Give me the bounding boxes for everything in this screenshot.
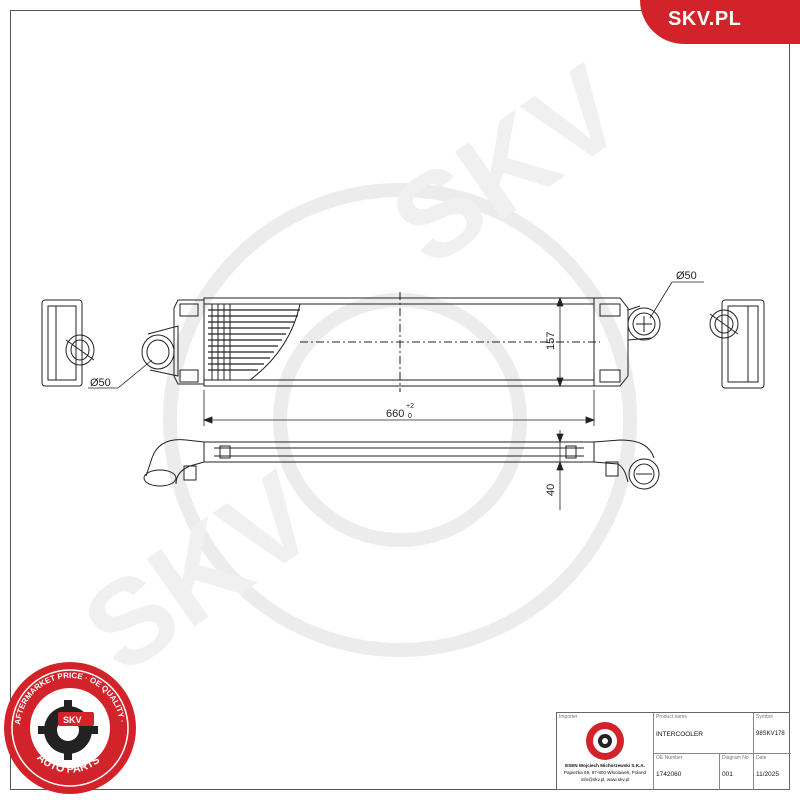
date-cell: Date 11/2025 [753,754,791,790]
length-tolerance-lower: 0 [408,413,412,420]
symbol-cell: Symbol 98SKV178 [753,713,791,753]
diameter-label-right: Ø50 [676,270,697,282]
brand-badge [640,0,800,44]
oe-number: 1742060 [656,771,682,778]
title-block: Importer ESEN Wojciech Michorzewski S.K.… [556,712,791,790]
intercooler-right-side-view [709,299,765,389]
date-caption: Date [756,755,767,761]
small-seal-icon [586,722,624,760]
diagram-no: 001 [722,771,733,778]
depth-dimension [556,430,594,510]
symbol-value: 98SKV178 [756,731,785,737]
intercooler-plan-view [143,439,660,490]
length-tolerance-upper: +2 [406,403,414,410]
brand-logo-text: SKV.PL [668,8,742,30]
importer-line-2: Papieżka 69, 87-800 Włocławek, Poland [563,770,647,775]
dimension-lines [88,281,704,426]
height-label: 157 [545,332,557,350]
date-value: 11/2025 [756,771,780,778]
oe-number-cell: OE Number 1742060 [653,754,719,790]
svg-text:SKV: SKV [368,40,647,291]
intercooler-left-side-view [41,299,95,387]
symbol-caption: Symbol [756,714,773,720]
depth-label: 40 [545,484,557,496]
diameter-label-left: Ø50 [90,377,111,389]
seal-center-text: SKV [63,715,82,725]
intercooler-front-view [141,292,661,392]
oe-caption: OE Number [656,755,683,761]
product-caption: Product name [656,714,688,720]
importer-line-1: ESEN Wojciech Michorzewski S.K.A. [565,763,645,768]
skv-seal-icon [4,662,136,794]
importer-line-3: info@skv.pl, www.skv.pl [580,777,630,782]
length-label: 660 [386,408,404,420]
drawing-frame [10,10,790,790]
diagram-no-cell: Diagram No 001 [719,754,753,790]
importer-cell: Importer ESEN Wojciech Michorzewski S.K.… [557,713,653,789]
watermark-text: SKV SKV [60,40,647,698]
importer-caption: Importer [559,714,578,720]
product-name: INTERCOOLER [656,731,703,738]
product-name-cell: Product name INTERCOOLER [653,713,753,753]
diagram-caption: Diagram No [722,755,749,761]
